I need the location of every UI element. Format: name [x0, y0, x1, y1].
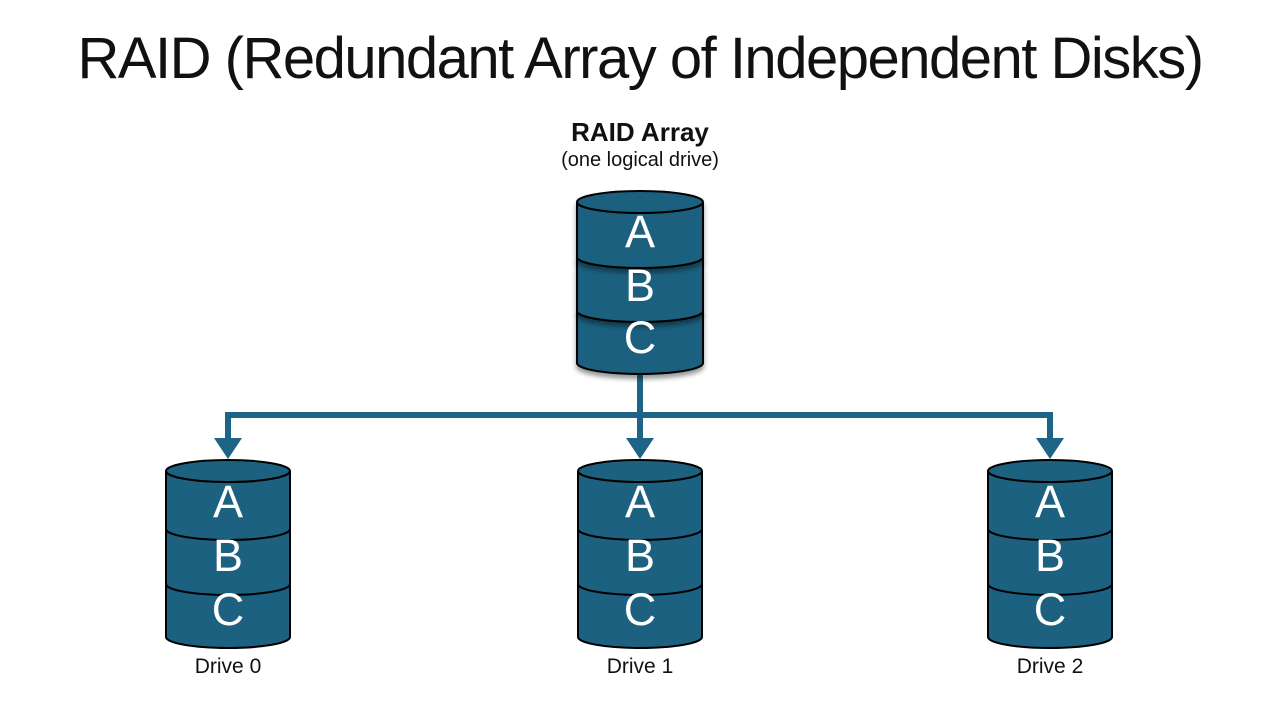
raid-array-cylinder: A B C [576, 190, 704, 375]
cylinder-divider [987, 583, 1113, 596]
block-letter: A [213, 476, 243, 527]
block-letter: B [1035, 530, 1065, 581]
cylinder-top-ellipse [577, 459, 703, 483]
block-letter: B [625, 530, 655, 581]
cylinder-top-ellipse [987, 459, 1113, 483]
cylinder-divider [165, 528, 291, 541]
block-letter: A [625, 476, 655, 527]
block-letter: C [1034, 584, 1067, 635]
block-letter: A [1035, 476, 1065, 527]
raid-array-label: RAID Array [571, 117, 709, 147]
cylinder-divider [987, 528, 1113, 541]
block-letter: C [212, 584, 245, 635]
block-letter: C [624, 584, 657, 635]
raid-array-sublabel: (one logical drive) [561, 149, 719, 171]
arrow-down-icon [214, 438, 242, 459]
arrow-down-icon [1036, 438, 1064, 459]
cylinder-divider [577, 528, 703, 541]
cylinder-divider [165, 583, 291, 596]
block-letter: C [624, 312, 657, 363]
drive-label: Drive 0 [195, 655, 262, 678]
drive-2-cylinder: A B C Drive 2 [987, 459, 1113, 678]
cylinder-divider [577, 583, 703, 596]
block-letter: B [213, 530, 243, 581]
drive-label: Drive 2 [1017, 655, 1084, 678]
cylinder-top-ellipse [165, 459, 291, 483]
drive-label: Drive 1 [607, 655, 674, 678]
block-letter: B [625, 260, 655, 311]
page-title: RAID (Redundant Array of Independent Dis… [77, 26, 1202, 91]
arrow-down-icon [626, 438, 654, 459]
connector-tree [214, 371, 1064, 459]
block-letter: A [625, 206, 655, 257]
drive-0-cylinder: A B C Drive 0 [165, 459, 291, 678]
cylinder-top-ellipse [576, 190, 704, 214]
drive-1-cylinder: A B C Drive 1 [577, 459, 703, 678]
